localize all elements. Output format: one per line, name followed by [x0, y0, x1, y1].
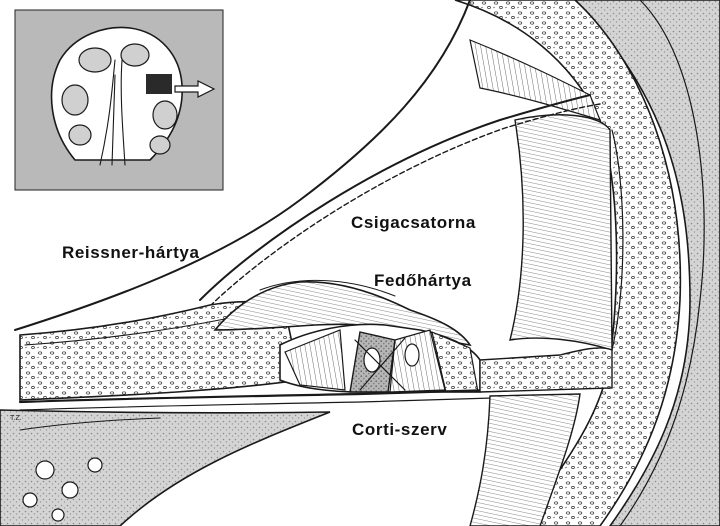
stria-vascularis [510, 115, 623, 350]
zoom-region-box [145, 73, 173, 95]
label-tectorial-membrane: Fedőhártya [374, 271, 472, 290]
cochlea-overview-inset [15, 10, 223, 190]
corner-mark: T.Z. [10, 415, 22, 422]
label-reissner-membrane: Reissner-hártya [62, 243, 200, 262]
spiral-ganglion-region [0, 410, 330, 526]
label-organ-of-corti: Corti-szerv [352, 420, 447, 439]
label-cochlear-duct: Csigacsatorna [351, 213, 476, 232]
outer-sulcus-cells [480, 348, 612, 392]
